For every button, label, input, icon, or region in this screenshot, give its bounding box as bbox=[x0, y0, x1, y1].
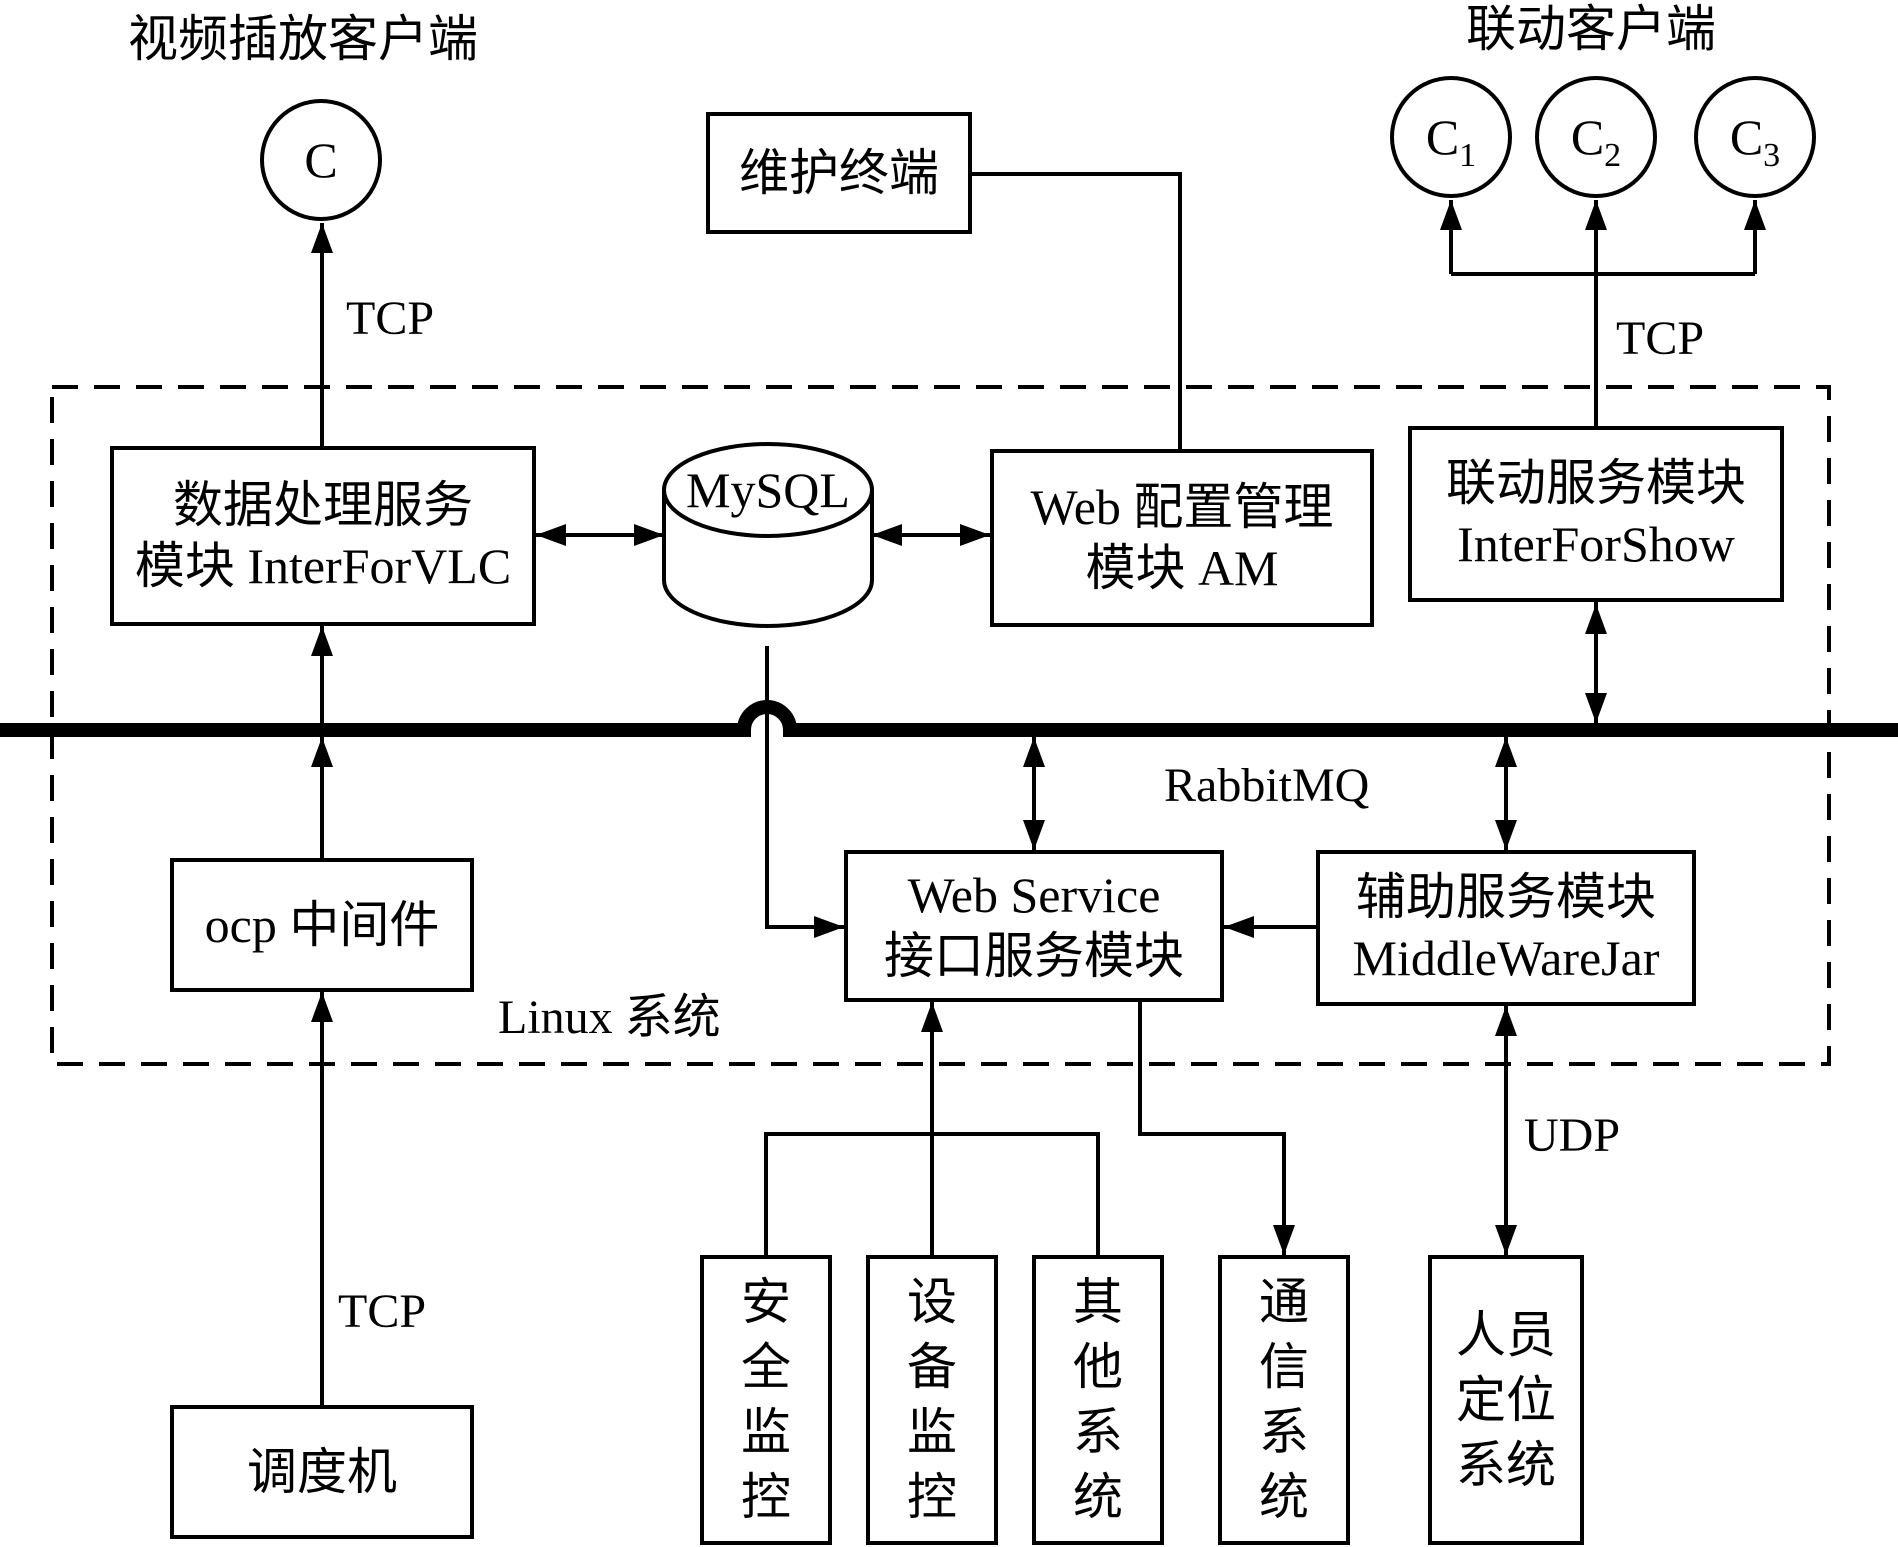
tcp-label-dispatch: TCP bbox=[338, 1285, 427, 1338]
device-char-1: 设 bbox=[907, 1274, 957, 1330]
comm-char-2: 信 bbox=[1259, 1339, 1309, 1395]
edge-monitoring-branch bbox=[764, 1132, 1100, 1255]
mysql-label: MySQL bbox=[686, 462, 850, 518]
comm-char-4: 统 bbox=[1259, 1469, 1309, 1525]
personnel-line-1: 人员 bbox=[1456, 1306, 1556, 1363]
data-processing-line-1: 数据处理服务 bbox=[173, 477, 473, 533]
edge-webservice-to-comm bbox=[1138, 1002, 1286, 1255]
linkage-service-line-2: InterForShow bbox=[1457, 516, 1735, 572]
arrowhead-bus-from-ocp bbox=[311, 737, 333, 767]
comm-char-1: 通 bbox=[1259, 1274, 1309, 1330]
video-client-label: C bbox=[304, 132, 338, 188]
comm-char-3: 系 bbox=[1259, 1404, 1309, 1460]
linux-system-label: Linux 系统 bbox=[498, 991, 721, 1044]
device-char-3: 监 bbox=[907, 1404, 957, 1460]
safety-char-2: 全 bbox=[741, 1339, 791, 1395]
device-char-2: 备 bbox=[907, 1339, 957, 1395]
other-char-4: 统 bbox=[1073, 1469, 1123, 1525]
safety-char-3: 监 bbox=[741, 1404, 791, 1460]
arrowhead-aux-bus-down bbox=[1495, 820, 1517, 850]
dispatcher-box: 调度机 bbox=[170, 1405, 474, 1539]
arrowhead-ocp-bottom bbox=[311, 992, 333, 1022]
personnel-line-2: 定位 bbox=[1456, 1371, 1556, 1428]
arrowhead-ws-bus-up bbox=[1023, 737, 1045, 767]
arrowhead-webservice-bottom bbox=[921, 1002, 943, 1032]
arrowhead-dataproc-side bbox=[536, 524, 566, 546]
safety-char-1: 安 bbox=[741, 1274, 791, 1330]
udp-label: UDP bbox=[1524, 1109, 1621, 1162]
aux-service-line-2: MiddleWareJar bbox=[1352, 930, 1660, 986]
arrowhead-linkage-down bbox=[1585, 693, 1607, 723]
aux-service-line-1: 辅助服务模块 bbox=[1356, 869, 1656, 925]
tcp-label-linkage: TCP bbox=[1616, 312, 1705, 365]
arrowhead-linkage-up bbox=[1585, 604, 1607, 634]
linkage-client-node-2: C2 bbox=[1535, 76, 1657, 198]
video-client-node: C bbox=[260, 99, 382, 221]
device-char-4: 控 bbox=[907, 1469, 957, 1525]
web-service-line-2: 接口服务模块 bbox=[884, 928, 1184, 984]
arrowhead-personnel bbox=[1495, 1225, 1517, 1255]
linkage-client-3-label: C3 bbox=[1729, 109, 1781, 174]
edge-maintenance-to-webconfig bbox=[972, 172, 1182, 449]
dispatcher-label: 调度机 bbox=[247, 1443, 397, 1500]
rabbitmq-bus bbox=[0, 700, 1898, 737]
rabbitmq-label: RabbitMQ bbox=[1164, 759, 1370, 812]
aux-service-module-box: 辅助服务模块 MiddleWareJar bbox=[1316, 850, 1696, 1006]
other-systems-box: 其 他 系 统 bbox=[1032, 1255, 1164, 1545]
web-service-module-box: Web Service 接口服务模块 bbox=[844, 850, 1224, 1002]
safety-char-4: 控 bbox=[741, 1469, 791, 1525]
arrowhead-ws-bus-down bbox=[1023, 820, 1045, 850]
linkage-service-module-box: 联动服务模块 InterForShow bbox=[1408, 426, 1784, 602]
personnel-line-3: 系统 bbox=[1456, 1436, 1556, 1493]
other-char-1: 其 bbox=[1073, 1274, 1123, 1330]
arrowhead-video-client bbox=[311, 223, 333, 253]
linkage-client-node-1: C1 bbox=[1390, 76, 1512, 198]
web-config-module-box: Web 配置管理 模块 AM bbox=[990, 449, 1374, 627]
data-processing-module-box: 数据处理服务 模块 InterForVLC bbox=[110, 446, 536, 626]
arrowhead-webservice-right bbox=[1224, 916, 1254, 938]
tcp-label-video: TCP bbox=[346, 292, 435, 345]
web-config-line-1: Web 配置管理 bbox=[1030, 479, 1334, 535]
arrowhead-aux-bus-up bbox=[1495, 737, 1517, 767]
arrowhead-webconfig-side bbox=[960, 524, 990, 546]
arrowhead-client-2 bbox=[1585, 200, 1607, 230]
other-char-2: 他 bbox=[1073, 1339, 1123, 1395]
arrowhead-comm-system bbox=[1273, 1225, 1295, 1255]
other-char-3: 系 bbox=[1073, 1404, 1123, 1460]
web-service-line-1: Web Service bbox=[907, 867, 1161, 923]
linkage-client-1-label: C1 bbox=[1425, 109, 1477, 174]
maintenance-terminal-label: 维护终端 bbox=[739, 144, 939, 201]
safety-monitoring-box: 安 全 监 控 bbox=[700, 1255, 832, 1545]
mysql-database-cylinder bbox=[662, 442, 874, 628]
linkage-client-title: 联动客户端 bbox=[1466, 1, 1716, 57]
arrowhead-mysql-left-side bbox=[634, 524, 664, 546]
arrowhead-client-1 bbox=[1440, 200, 1462, 230]
web-config-line-2: 模块 AM bbox=[1085, 540, 1279, 596]
communication-system-box: 通 信 系 统 bbox=[1218, 1255, 1350, 1545]
arrowhead-webservice-left bbox=[814, 916, 844, 938]
linkage-service-line-1: 联动服务模块 bbox=[1446, 455, 1746, 511]
ocp-middleware-label: ocp 中间件 bbox=[204, 896, 440, 953]
edge-mysql-to-webservice bbox=[765, 646, 844, 929]
linkage-client-2-label: C2 bbox=[1570, 109, 1622, 174]
linkage-client-node-3: C3 bbox=[1694, 76, 1816, 198]
arrowhead-mysql-right-side bbox=[872, 524, 902, 546]
data-processing-line-2: 模块 InterForVLC bbox=[134, 538, 512, 594]
personnel-positioning-box: 人员 定位 系统 bbox=[1428, 1255, 1584, 1545]
arrowhead-aux-bottom bbox=[1495, 1006, 1517, 1036]
arrowhead-client-3 bbox=[1744, 200, 1766, 230]
arrowhead-dataproc-bottom bbox=[311, 626, 333, 656]
ocp-middleware-box: ocp 中间件 bbox=[170, 858, 474, 992]
maintenance-terminal-box: 维护终端 bbox=[706, 112, 972, 234]
device-monitoring-box: 设 备 监 控 bbox=[866, 1255, 998, 1545]
video-client-title: 视频插放客户端 bbox=[128, 11, 478, 67]
